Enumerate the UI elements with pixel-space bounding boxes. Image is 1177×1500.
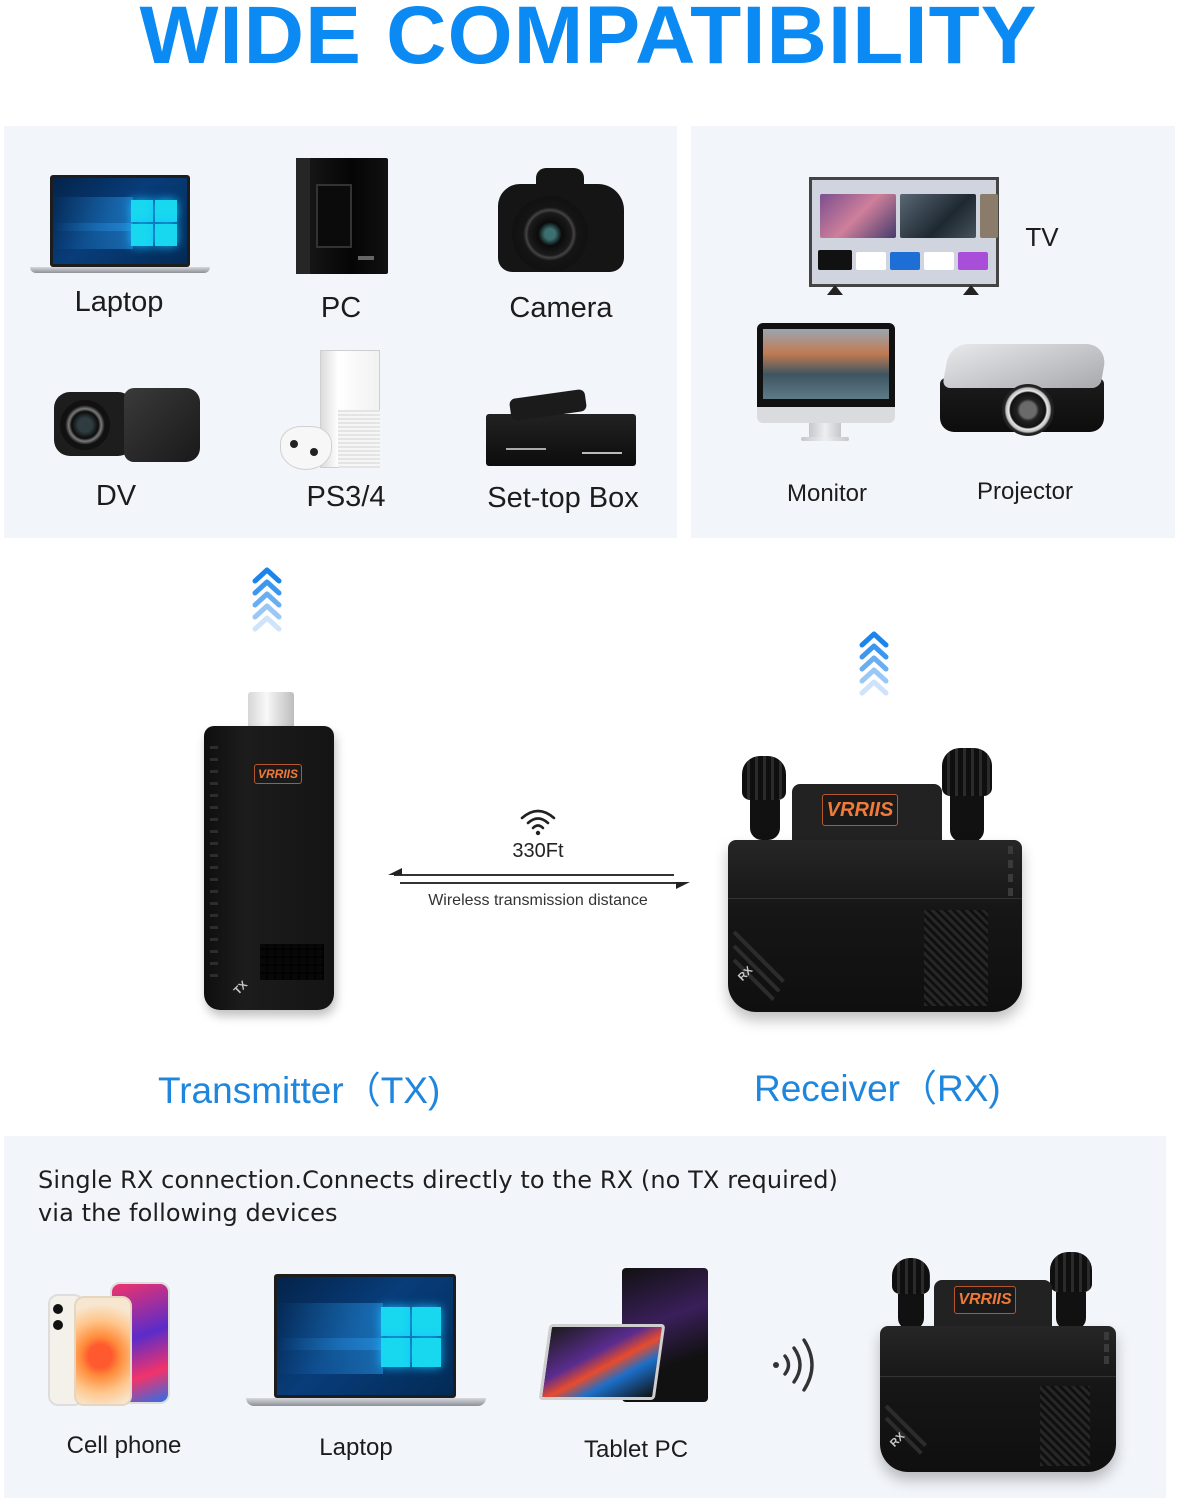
projector-icon bbox=[936, 340, 1108, 452]
label-monitor: Monitor bbox=[786, 480, 868, 507]
laptop-icon bbox=[50, 175, 190, 267]
camera-icon bbox=[498, 162, 626, 280]
distance-value: 330Ft bbox=[512, 840, 564, 862]
description-line-2: via the following devices bbox=[38, 1199, 338, 1227]
wireless-signal-icon bbox=[770, 1334, 820, 1396]
label-dv: DV bbox=[95, 480, 137, 512]
page-title: WIDE COMPATIBILITY bbox=[139, 0, 1038, 81]
label-laptop-direct: Laptop bbox=[319, 1434, 393, 1461]
receiver-label: Receiver（RX) bbox=[754, 1068, 1001, 1109]
camcorder-icon bbox=[54, 380, 200, 466]
set-top-box-icon bbox=[486, 388, 638, 470]
brand-logo: VRRIIS bbox=[822, 794, 898, 826]
distance-caption: Wireless transmission distance bbox=[428, 892, 648, 909]
description-line-1: Single RX connection.Connects directly t… bbox=[38, 1166, 839, 1194]
source-device-laptop bbox=[30, 175, 210, 275]
receiver-device-direct: VRRIIS RX bbox=[878, 1248, 1118, 1478]
monitor-icon bbox=[757, 323, 897, 445]
label-tablet-pc: Tablet PC bbox=[583, 1436, 689, 1463]
label-projector: Projector bbox=[976, 478, 1074, 505]
label-laptop: Laptop bbox=[74, 286, 164, 318]
upload-arrow-icon-rx bbox=[859, 631, 895, 696]
direct-connection-description: Single RX connection.Connects directly t… bbox=[38, 1164, 838, 1230]
upload-arrow-icon-tx bbox=[252, 567, 288, 632]
label-ps3-4: PS3/4 bbox=[306, 481, 386, 513]
brand-logo: VRRIIS bbox=[954, 1286, 1016, 1314]
wifi-icon bbox=[518, 806, 558, 836]
label-cell-phone: Cell phone bbox=[66, 1432, 182, 1459]
tx-etch-label: TX bbox=[231, 978, 251, 998]
pc-tower-icon bbox=[296, 158, 388, 274]
tablet-icon bbox=[538, 1268, 710, 1404]
label-pc: PC bbox=[320, 292, 362, 324]
brand-logo: VRRIIS bbox=[254, 764, 302, 784]
cell-phone-icon bbox=[48, 1282, 174, 1408]
label-tv: TV bbox=[1025, 222, 1059, 252]
transmitter-device: VRRIIS TX bbox=[200, 692, 340, 1022]
label-camera: Camera bbox=[509, 292, 613, 324]
bidirectional-arrow bbox=[388, 868, 690, 892]
tv-icon bbox=[809, 177, 999, 297]
label-set-top-box: Set-top Box bbox=[487, 482, 639, 514]
receiver-device: VRRIIS RX bbox=[724, 744, 1026, 1016]
laptop-icon bbox=[246, 1274, 486, 1410]
game-console-icon bbox=[280, 350, 402, 474]
transmitter-label: Transmitter（TX) bbox=[158, 1070, 441, 1111]
